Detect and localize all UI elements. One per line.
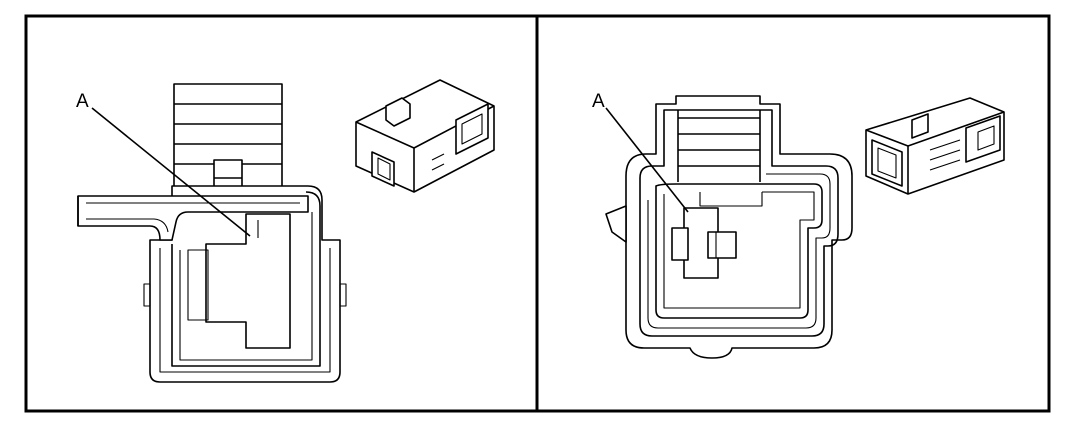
callout-label: A xyxy=(76,91,89,112)
left-callout: A xyxy=(76,91,251,237)
right-connector-iso-view xyxy=(865,97,1005,195)
left-connector-latch xyxy=(173,83,283,193)
left-wire-channel xyxy=(77,195,309,241)
leader-line xyxy=(91,107,251,237)
left-panel: A xyxy=(76,79,495,383)
right-connector-housing xyxy=(605,95,853,359)
leader-line xyxy=(605,107,689,213)
right-terminal xyxy=(671,207,737,279)
left-connector-iso-view xyxy=(355,79,495,193)
right-panel: A xyxy=(592,91,1005,359)
left-terminal-cavity xyxy=(187,213,291,349)
right-callout: A xyxy=(592,91,689,213)
callout-label: A xyxy=(592,91,605,112)
